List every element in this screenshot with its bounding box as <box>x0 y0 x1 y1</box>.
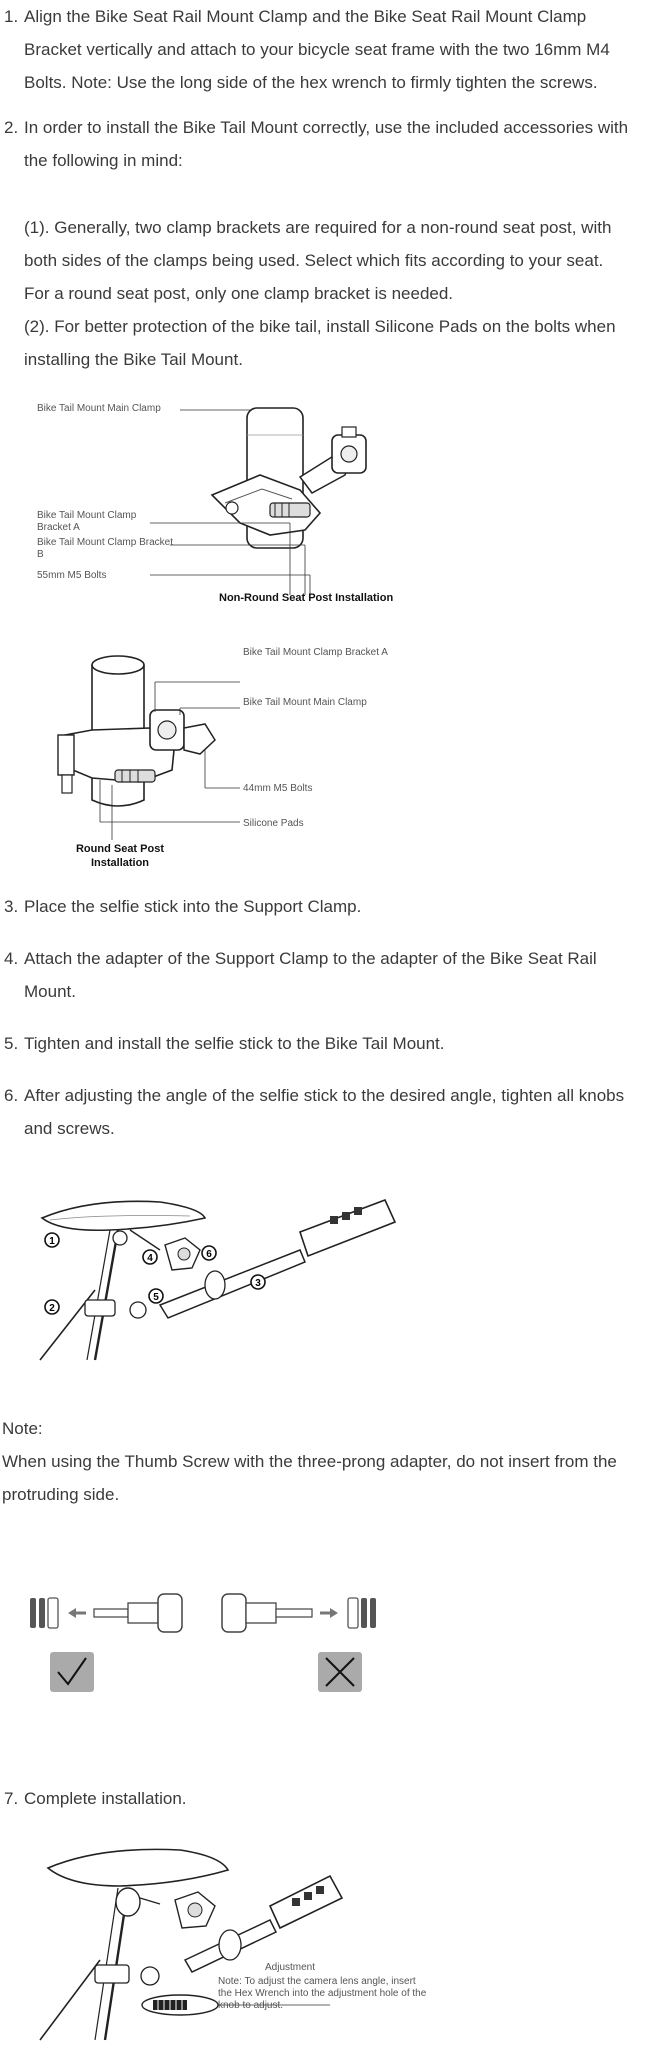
adjustment-knob-icon <box>141 1994 219 2016</box>
caption-round-line1: Round Seat Post <box>75 843 164 855</box>
note-title: Note: <box>2 1419 43 1438</box>
caption-round-line2: Installation <box>90 857 150 869</box>
label-bracket-a: Bike Tail Mount Clamp Bracket A <box>243 647 388 658</box>
step-text: Attach the adapter of the Support Clamp … <box>24 949 597 1001</box>
marker-2-text: 2 <box>49 1303 55 1314</box>
label-adjustment: Adjustment <box>265 1962 316 1973</box>
caption-nonround: Non-Round Seat Post Installation <box>219 592 394 604</box>
step-text: In order to install the Bike Tail Mount … <box>24 118 629 170</box>
marker-5-text: 5 <box>153 1292 159 1303</box>
label-bracket-a: Bike Tail Mount Clamp Bracket A <box>37 510 137 533</box>
step-number: 2. <box>4 118 19 137</box>
marker-4-text: 4 <box>147 1253 153 1264</box>
marker-3-text: 3 <box>255 1278 261 1289</box>
nonround-clamp-illustration <box>150 407 367 595</box>
sub-point-1: (1). Generally, two clamp brackets are r… <box>24 218 612 303</box>
step-number: 3. <box>4 897 19 916</box>
step-number: 6. <box>4 1086 19 1105</box>
marker-6-text: 6 <box>206 1249 212 1260</box>
step-text: Complete installation. <box>24 1789 187 1808</box>
round-clamp-illustration <box>57 655 240 840</box>
label-main-clamp: Bike Tail Mount Main Clamp <box>37 403 161 414</box>
marker-4: 4 <box>142 1249 158 1265</box>
bike-assembly-illustration: 1 2 3 4 5 6 <box>39 1198 397 1361</box>
cross-icon <box>318 1652 362 1692</box>
sub-point-2: (2). For better protection of the bike t… <box>24 317 616 369</box>
label-silicone-pads: Silicone Pads <box>243 818 304 829</box>
complete-installation-illustration <box>39 1848 344 2041</box>
label-main-clamp: Bike Tail Mount Main Clamp <box>243 697 367 708</box>
step-text: After adjusting the angle of the selfie … <box>24 1086 625 1138</box>
step-number: 7. <box>4 1789 19 1808</box>
marker-2: 2 <box>44 1299 60 1315</box>
marker-1-text: 1 <box>49 1236 55 1247</box>
step-number: 1. <box>4 7 19 26</box>
step-text: Align the Bike Seat Rail Mount Clamp and… <box>24 7 610 92</box>
correct-orientation <box>30 1593 183 1633</box>
label-bracket-b: Bike Tail Mount Clamp Bracket B <box>37 537 173 560</box>
incorrect-orientation <box>221 1593 376 1633</box>
marker-3: 3 <box>250 1274 266 1290</box>
label-adjustment-note: Note: To adjust the camera lens angle, i… <box>218 1976 427 2011</box>
step-number: 4. <box>4 949 19 968</box>
note-text: When using the Thumb Screw with the thre… <box>2 1452 617 1504</box>
label-bolts: 55mm M5 Bolts <box>37 570 107 581</box>
label-bolts: 44mm M5 Bolts <box>243 783 313 794</box>
step-text: Place the selfie stick into the Support … <box>24 897 362 916</box>
marker-6: 6 <box>201 1245 217 1261</box>
marker-5: 5 <box>148 1288 164 1304</box>
check-icon <box>50 1652 94 1692</box>
marker-1: 1 <box>44 1232 60 1248</box>
step-text: Tighten and install the selfie stick to … <box>24 1034 445 1053</box>
thumb-screw-illustration <box>30 1593 376 1692</box>
step-number: 5. <box>4 1034 19 1053</box>
